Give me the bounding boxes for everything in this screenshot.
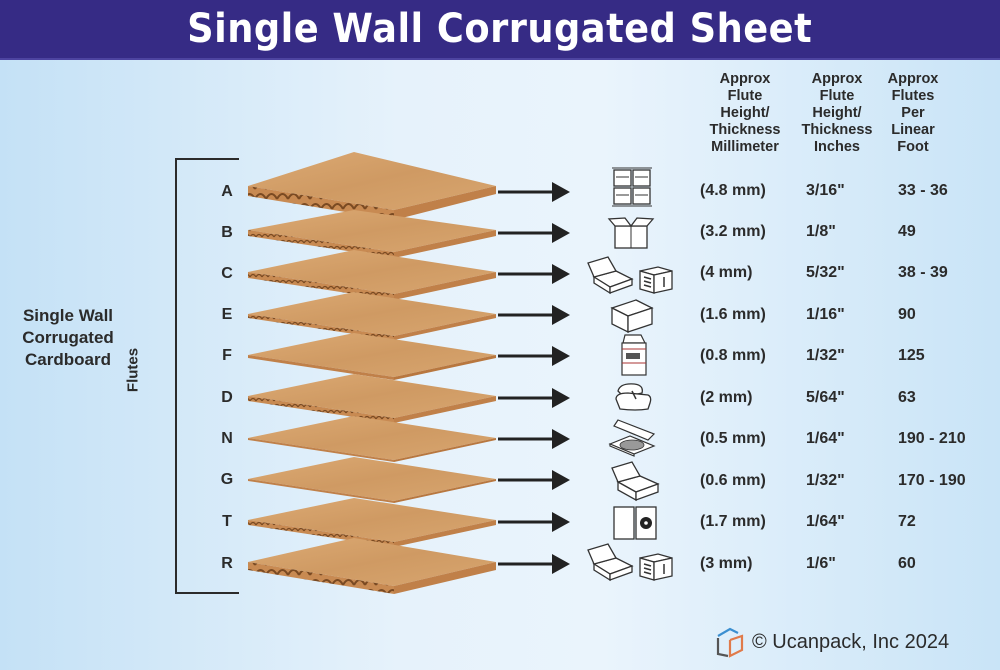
header-line: Thickness [801,122,873,138]
arrow-icon [498,512,570,532]
cell-per-foot: 170 - 190 [898,472,966,489]
header-line: Thickness [709,122,781,138]
header-line: Flutes [891,88,935,104]
clamshell-container-icon [615,383,652,411]
flute-letter: E [221,306,233,323]
milk-carton-icon [621,334,647,376]
flutes-axis-label: Flutes [124,347,142,393]
cell-per-foot: 49 [898,223,916,240]
arrow-icon [498,305,570,325]
ucanpack-logo-icon [716,627,744,658]
cardboard-sheet-g [248,457,496,503]
cell-inches: 1/64" [806,430,845,447]
cell-per-foot: 60 [898,555,916,572]
cell-mm: (1.6 mm) [700,306,766,323]
mailer-and-labeled-box-icon [587,543,673,582]
cell-mm: (0.5 mm) [700,430,766,447]
cell-mm: (2 mm) [700,389,753,406]
cardboard-sheet-n [248,416,496,462]
cell-per-foot: 190 - 210 [898,430,966,447]
flute-letter: F [222,347,232,364]
cell-mm: (3 mm) [700,555,753,572]
cardboard-sheet-e [248,292,496,340]
cell-inches: 1/64" [806,513,845,530]
header-line: Approx [811,71,863,87]
arrow-icon [498,346,570,366]
column-header-inches: Approx Flute Height/ Thickness Inches [795,71,879,156]
flute-letter: B [221,224,233,241]
cell-inches: 3/16" [806,182,845,199]
flute-letter: D [221,389,233,406]
cell-per-foot: 63 [898,389,916,406]
column-header-mm: Approx Flute Height/ Thickness Millimete… [700,71,790,156]
arrow-icon [498,554,570,574]
title-bar: Single Wall Corrugated Sheet [0,0,1000,60]
header-line: Height/ [720,105,770,121]
cell-inches: 1/6" [806,555,836,572]
label-line: Corrugated [22,328,114,347]
cell-mm: (3.2 mm) [700,223,766,240]
cell-inches: 1/8" [806,223,836,240]
cell-inches: 5/64" [806,389,845,406]
cell-per-foot: 72 [898,513,916,530]
open-shipping-box-icon [607,217,655,249]
header-line: Millimeter [711,139,779,155]
cell-per-foot: 90 [898,306,916,323]
flute-letter: N [221,430,233,447]
flute-letter: A [221,183,233,200]
cell-inches: 1/16" [806,306,845,323]
flute-letter: R [221,555,233,572]
cell-mm: (4.8 mm) [700,182,766,199]
mailer-and-labeled-box-icon [587,256,673,295]
header-line: Per [901,105,925,121]
open-tray-box-icon [610,299,654,334]
cell-mm: (0.6 mm) [700,472,766,489]
label-line: Single Wall [22,306,114,325]
header-line: Foot [897,139,929,155]
arrow-icon [498,223,570,243]
stacked-boxes-icon [612,167,652,207]
footer-copyright: © Ucanpack, Inc 2024 [716,626,949,658]
header-line: Approx [887,71,939,87]
cell-mm: (0.8 mm) [700,347,766,364]
cd-case-icon [613,506,657,540]
arrow-icon [498,182,570,202]
mailer-box-icon [611,461,660,502]
cell-inches: 1/32" [806,472,845,489]
single-wall-label: Single Wall Corrugated Cardboard [10,305,126,371]
cell-per-foot: 38 - 39 [898,264,948,281]
cell-mm: (4 mm) [700,264,753,281]
flute-letter: T [222,513,232,530]
header-line: Height/ [812,105,862,121]
cardboard-sheet-d [248,374,496,423]
page-title: Single Wall Corrugated Sheet [187,6,813,52]
header-line: Approx [719,71,771,87]
header-line: Flute [819,88,855,104]
flutes-bracket [175,158,239,594]
cell-per-foot: 125 [898,347,925,364]
flute-letter: C [221,265,233,282]
arrow-icon [498,470,570,490]
header-line: Inches [814,139,860,155]
pizza-box-icon [608,419,656,457]
header-line: Flute [727,88,763,104]
arrow-icon [498,264,570,284]
arrow-icon [498,388,570,408]
cell-per-foot: 33 - 36 [898,182,948,199]
column-header-per-foot: Approx Flutes Per Linear Foot [880,71,946,156]
flute-letter: G [220,471,234,488]
copyright-text: © Ucanpack, Inc 2024 [752,630,950,653]
cell-mm: (1.7 mm) [700,513,766,530]
cell-inches: 1/32" [806,347,845,364]
cardboard-sheet-r [248,538,496,594]
label-line: Cardboard [25,350,111,369]
cell-inches: 5/32" [806,264,845,281]
header-line: Linear [891,122,935,138]
cardboard-sheet-f [248,333,496,380]
arrow-icon [498,429,570,449]
